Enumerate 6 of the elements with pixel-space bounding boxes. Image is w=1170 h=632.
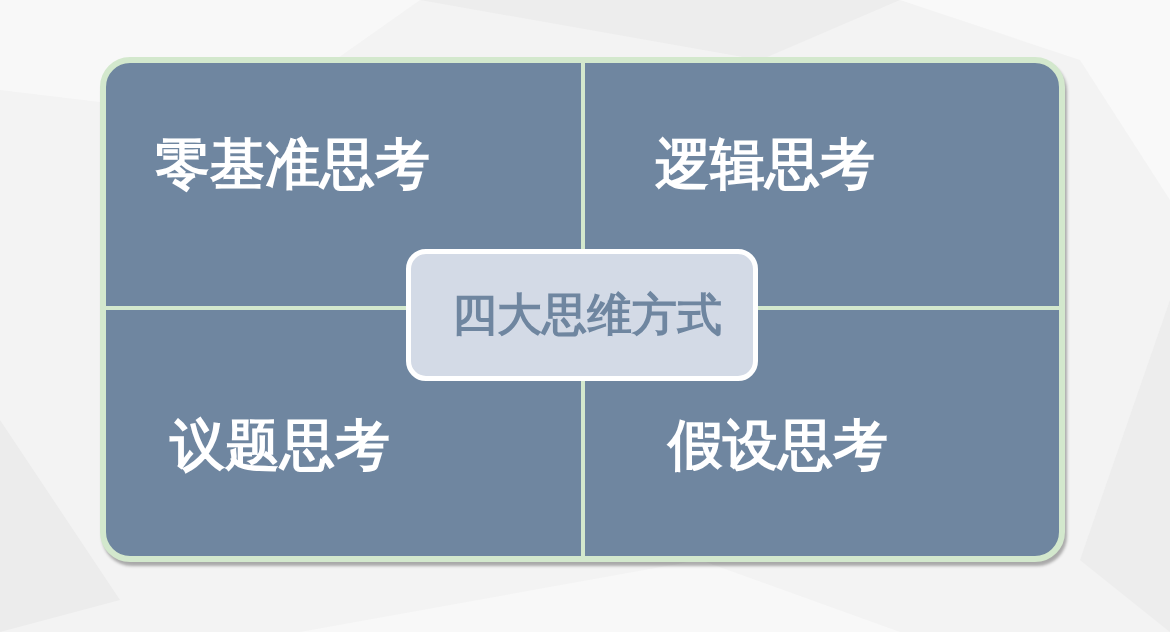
quadrant-label: 零基准思考 (155, 134, 430, 195)
center-box (406, 249, 758, 381)
quadrant-label: 假设思考 (668, 415, 888, 476)
quadrant-label: 逻辑思考 (655, 134, 875, 195)
center-label: 四大思维方式 (452, 290, 722, 340)
quadrant-label: 议题思考 (170, 415, 390, 476)
